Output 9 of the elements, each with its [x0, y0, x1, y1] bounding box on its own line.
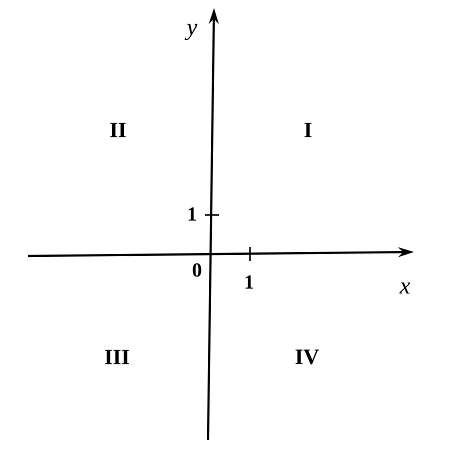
quadrant-label: III [104, 350, 130, 364]
axis-label: x [399, 282, 410, 294]
tick-label: 0 [192, 263, 202, 277]
tick-label: 1 [246, 275, 253, 289]
quadrant-label: I [304, 122, 312, 138]
quadrant-label: IV [296, 350, 319, 364]
quadrant-label: II [110, 122, 126, 138]
tick-label: 1 [188, 207, 196, 221]
axis-label: y [184, 24, 198, 40]
